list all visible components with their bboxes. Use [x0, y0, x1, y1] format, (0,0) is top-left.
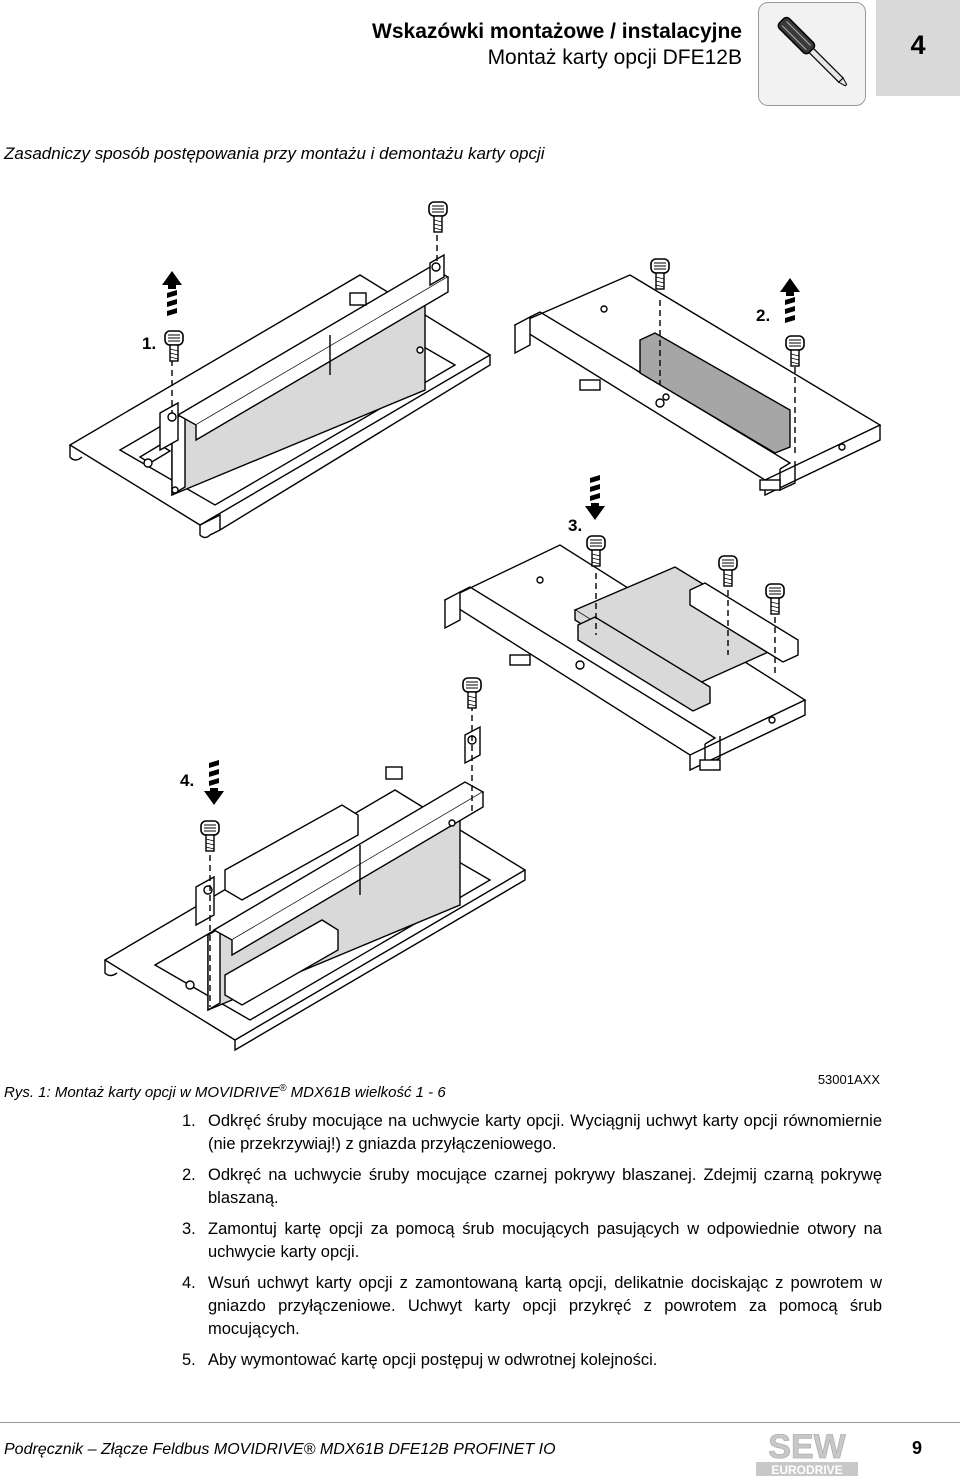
header-title: Wskazówki montażowe / instalacyjne	[372, 20, 742, 43]
sew-eurodrive-logo: SEW EURODRIVE	[752, 1428, 862, 1478]
instruction-text: Odkręć na uchwycie śruby mocujące czarne…	[208, 1166, 882, 1207]
instruction-number: 3.	[182, 1220, 196, 1238]
instruction-item: 2. Odkręć na uchwycie śruby mocujące czar…	[182, 1164, 882, 1210]
step4-drawing	[103, 705, 527, 1052]
header-subtitle: Montaż karty opcji DFE12B	[487, 46, 742, 69]
instruction-number: 1.	[182, 1112, 196, 1130]
instruction-item: 5. Aby wymontować kartę opcji postępuj w …	[182, 1349, 882, 1372]
instruction-item: 4. Wsuń uchwyt karty opcji z zamontowaną …	[182, 1272, 882, 1341]
caption-prefix: Rys. 1: Montaż karty opcji w MOVIDRIVE	[4, 1084, 280, 1101]
chapter-number: 4	[910, 30, 926, 60]
caption-registered-mark: ®	[279, 1083, 287, 1094]
chapter-tab: 4	[876, 0, 960, 96]
instruction-item: 3. Zamontuj kartę opcji za pomocą śrub mo…	[182, 1218, 882, 1264]
instruction-number: 2.	[182, 1166, 196, 1184]
logo-bottom-text: EURODRIVE	[771, 1463, 842, 1477]
step1-drawing	[68, 235, 492, 539]
assembly-figure: 1. 2.	[60, 195, 890, 1055]
step-label-3: 3.	[568, 516, 582, 535]
step-label-1: 1.	[142, 334, 156, 353]
page-number: 9	[912, 1438, 923, 1458]
section-heading: Zasadniczy sposób postępowania przy mont…	[4, 144, 545, 163]
step-label-2: 2.	[756, 306, 770, 325]
instruction-list: 1. Odkręć śruby mocujące na uchwycie kart…	[182, 1110, 882, 1380]
step3-drawing	[443, 544, 807, 772]
instruction-number: 5.	[182, 1351, 196, 1369]
figure-code: 53001AXX	[817, 1072, 880, 1087]
instruction-number: 4.	[182, 1274, 196, 1292]
caption-suffix: MDX61B wielkość 1 - 6	[286, 1084, 446, 1101]
step-label-4: 4.	[180, 771, 194, 790]
instruction-text: Zamontuj kartę opcji za pomocą śrub mocu…	[208, 1220, 882, 1261]
screwdriver-icon	[758, 2, 866, 106]
instruction-text: Odkręć śruby mocujące na uchwycie karty …	[208, 1112, 882, 1153]
instruction-item: 1. Odkręć śruby mocujące na uchwycie kart…	[182, 1110, 882, 1156]
step2-drawing	[513, 274, 882, 497]
logo-top-text: SEW	[768, 1428, 846, 1466]
instruction-text: Aby wymontować kartę opcji postępuj w od…	[208, 1351, 658, 1369]
footer-divider	[0, 1422, 960, 1423]
figure-caption: Rys. 1: Montaż karty opcji w MOVIDRIVE® …	[4, 1083, 446, 1101]
footer-text: Podręcznik – Złącze Feldbus MOVIDRIVE® M…	[4, 1441, 556, 1458]
instruction-text: Wsuń uchwyt karty opcji z zamontowaną ka…	[208, 1274, 882, 1338]
